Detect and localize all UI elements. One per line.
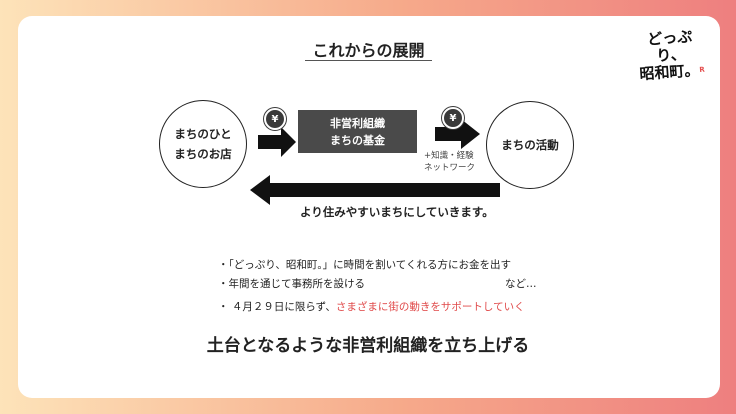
bullet-item: ・「どっぷり、昭和町。」に時間を割いてくれる方にお金を出す	[218, 259, 511, 271]
left-circle-line1: まちのひと	[174, 127, 232, 141]
yen-coin-icon: ¥	[264, 108, 286, 130]
right-circle: まちの活動	[486, 101, 574, 189]
extras-line2: ネットワーク	[424, 163, 476, 173]
right-circle-label: まちの活動	[501, 138, 559, 152]
left-circle: まちのひと まちのお店	[159, 100, 247, 188]
extras-line1: +知識・経験	[424, 151, 474, 161]
slide-card	[18, 16, 720, 398]
left-circle-line2: まちのお店	[174, 147, 232, 161]
yen-coin-icon: ¥	[442, 107, 464, 129]
extras-label: +知識・経験 ネットワーク	[424, 150, 475, 174]
org-box: 非営利組織 まちの基金	[298, 110, 417, 153]
bullet-prefix: ・ ４月２９日に限らず、	[218, 301, 336, 313]
return-arrow-label: より住みやすいまちにしていきます。	[300, 205, 494, 219]
org-box-line2: まちの基金	[330, 133, 385, 147]
arrow-to-activity	[435, 119, 480, 149]
arrow-to-fund	[258, 127, 296, 157]
bullet-item: ・年間を通じて事務所を設ける	[218, 278, 365, 290]
title-underline	[305, 60, 432, 61]
arrow-return	[250, 175, 500, 205]
slide-title: これからの展開	[312, 41, 425, 60]
bullet-highlight: さまざまに街の動きをサポートしていく	[335, 301, 525, 313]
conclusion-text: 土台となるような非営利組織を立ち上げる	[206, 336, 530, 356]
bullet-item: ・ ４月２９日に限らず、さまざまに街の動きをサポートしていく	[218, 299, 525, 314]
org-box-line1: 非営利組織	[330, 116, 385, 130]
bullet-suffix: など…	[505, 278, 537, 290]
